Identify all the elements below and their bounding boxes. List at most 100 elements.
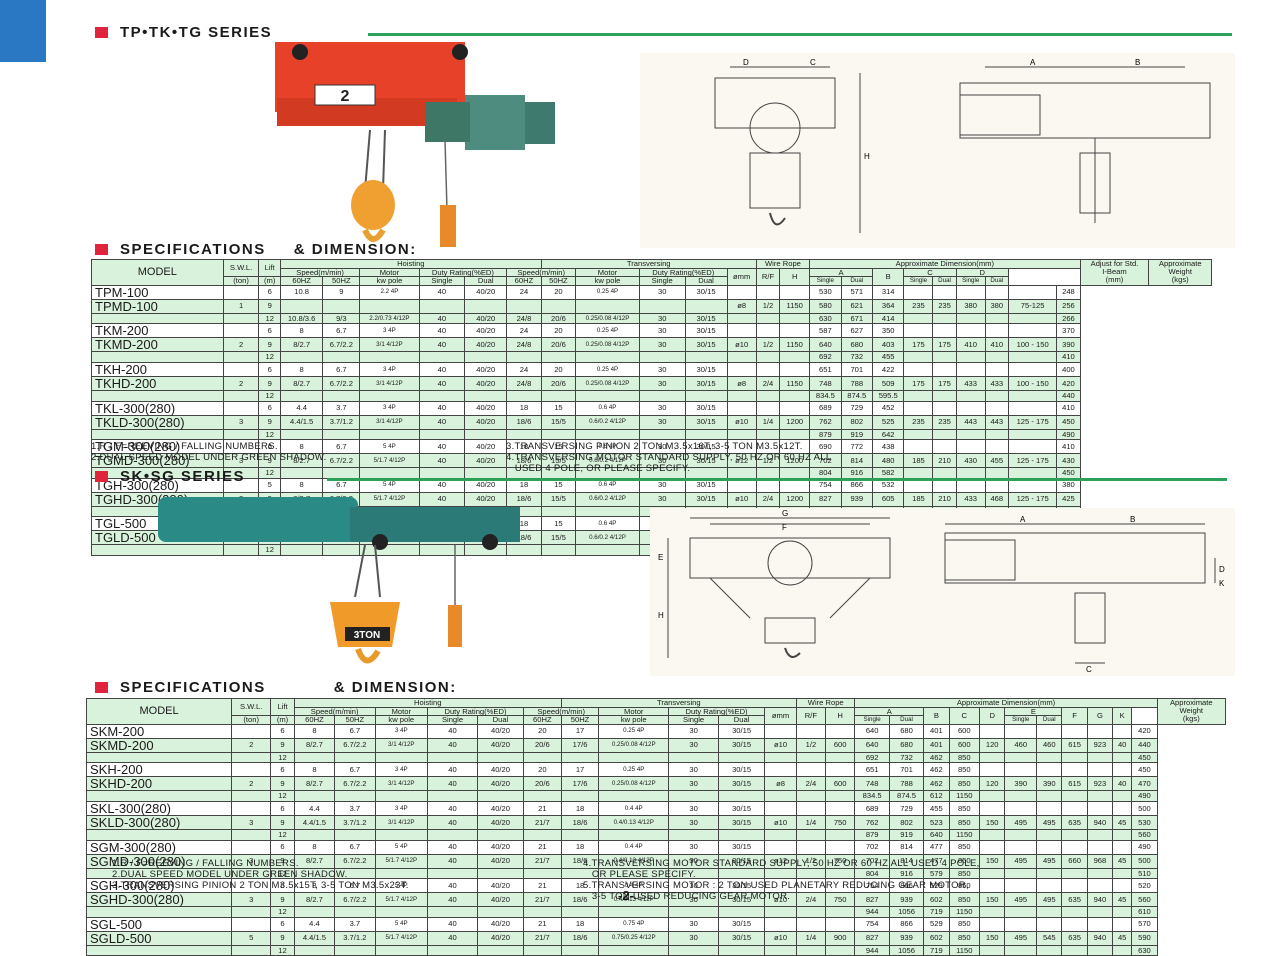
table-cell <box>575 428 640 441</box>
table-cell <box>477 751 524 764</box>
corner-tab <box>0 0 46 62</box>
table-cell <box>755 400 781 416</box>
table-cell: 150 <box>979 814 1006 830</box>
table-cell <box>984 351 1009 363</box>
table-cell: 1056 <box>888 944 925 956</box>
table-cell: 21/7 <box>522 814 562 830</box>
table-cell <box>903 284 934 300</box>
table-cell: 939 <box>840 491 874 507</box>
table-cell <box>984 389 1009 402</box>
table-cell: 12 <box>258 351 281 363</box>
table-cell <box>1036 723 1063 739</box>
table-cell <box>359 351 420 363</box>
table-cell <box>955 439 986 455</box>
table-cell: 450 <box>1056 414 1081 430</box>
th-hoisting: Hoisting <box>279 259 542 269</box>
table-cell <box>293 944 336 956</box>
table-cell: 3/1 4/12P <box>374 776 429 792</box>
table-cell: 40/20 <box>477 930 524 946</box>
table-cell: 30/15 <box>684 323 728 339</box>
capacity-label: 3TON <box>354 630 381 641</box>
table-cell: 866 <box>888 916 925 932</box>
table-cell: 18/6 <box>506 453 542 469</box>
table-cell: 1056 <box>888 906 925 918</box>
table-cell <box>795 839 826 855</box>
trolley-wheel <box>452 44 468 60</box>
table-cell: 364 <box>871 298 905 314</box>
table-cell: 0.25/0.08 4/12P <box>575 375 640 391</box>
table-cell: 150 <box>979 853 1006 869</box>
table-cell: 24 <box>506 361 542 377</box>
table-cell: 6.7/2.2 <box>334 737 376 753</box>
table-cell: 762 <box>854 814 890 830</box>
table-cell: 5 <box>231 930 272 946</box>
table-cell: 443 <box>955 414 986 430</box>
table-cell: 150 <box>979 892 1006 908</box>
sk-hoist-photo: 3TON <box>158 497 520 664</box>
table-cell <box>726 284 757 300</box>
table-cell <box>1112 762 1133 778</box>
table-cell <box>418 428 466 441</box>
table-cell <box>684 389 728 402</box>
table-cell: 850 <box>948 916 981 932</box>
table-cell: 9 <box>270 737 295 753</box>
table-cell <box>1061 916 1088 932</box>
red-square-icon <box>95 27 108 38</box>
table-cell: 450 <box>1131 751 1158 764</box>
table-cell <box>795 828 826 841</box>
table-cell: 30 <box>638 453 686 469</box>
model-cell: SGH-300(280) <box>85 878 233 894</box>
model-cell: TKM-200 <box>91 323 224 339</box>
table-cell <box>1004 916 1038 932</box>
table-cell: 923 <box>1086 737 1114 753</box>
th-adjust: Adjust for Std.I-Beam(mm) <box>1079 259 1150 286</box>
table-cell <box>1061 828 1088 841</box>
table-cell: 40/20 <box>464 375 508 391</box>
table-cell: 3.7/1.2 <box>322 414 361 430</box>
table-cell: 510 <box>1131 867 1158 880</box>
table-cell <box>322 467 361 479</box>
table-cell: 40 <box>1112 776 1133 792</box>
table-cell: 802 <box>888 814 925 830</box>
table-cell <box>477 906 524 918</box>
table-cell: 8 <box>293 762 336 778</box>
table-cell: 40 <box>427 723 478 739</box>
table-cell <box>726 389 757 402</box>
table-cell: ø12 <box>726 453 757 469</box>
table-cell: 1/4 <box>795 814 826 830</box>
table-cell <box>279 298 324 314</box>
table-cell <box>718 944 766 956</box>
notes2-left: 1.R / F=REEVING / FALLING NUMBERS. 2.DUA… <box>112 858 409 891</box>
table-cell: 0.4 4P <box>598 800 670 816</box>
table-cell: 3 <box>222 414 260 430</box>
table-cell: 8/2.7 <box>279 375 324 391</box>
table-cell <box>638 298 686 314</box>
table-cell <box>824 828 856 841</box>
table-cell: 523 <box>923 814 950 830</box>
table-cell: 15/5 <box>540 414 577 430</box>
table-cell: 9/3 <box>322 312 361 325</box>
table-cell: 850 <box>948 892 981 908</box>
table-cell <box>418 467 466 479</box>
table-cell: 732 <box>840 351 874 363</box>
table-cell: 401 <box>923 737 950 753</box>
table-cell <box>279 351 324 363</box>
table-cell: 10.8/3.6 <box>279 312 324 325</box>
table-cell: 18/6 <box>560 853 600 869</box>
sk-spec-table: MODEL S.W.L. Lift Hoisting Transversing … <box>85 697 1227 956</box>
table-cell <box>427 906 478 918</box>
table-cell: 12 <box>270 751 295 764</box>
table-cell <box>795 906 826 918</box>
table-cell <box>1007 428 1058 441</box>
table-cell: 944 <box>854 906 890 918</box>
table-cell <box>477 944 524 956</box>
notes1-left: 1.R / F=REEVING / FALLING NUMBERS. 2.DUA… <box>91 441 327 463</box>
table-cell: 40/20 <box>477 916 524 932</box>
table-cell: 600 <box>824 737 856 753</box>
notes2-right: 4.TRANSVERSING MOTOR STANDARD SUPPLY, 50… <box>583 858 980 902</box>
